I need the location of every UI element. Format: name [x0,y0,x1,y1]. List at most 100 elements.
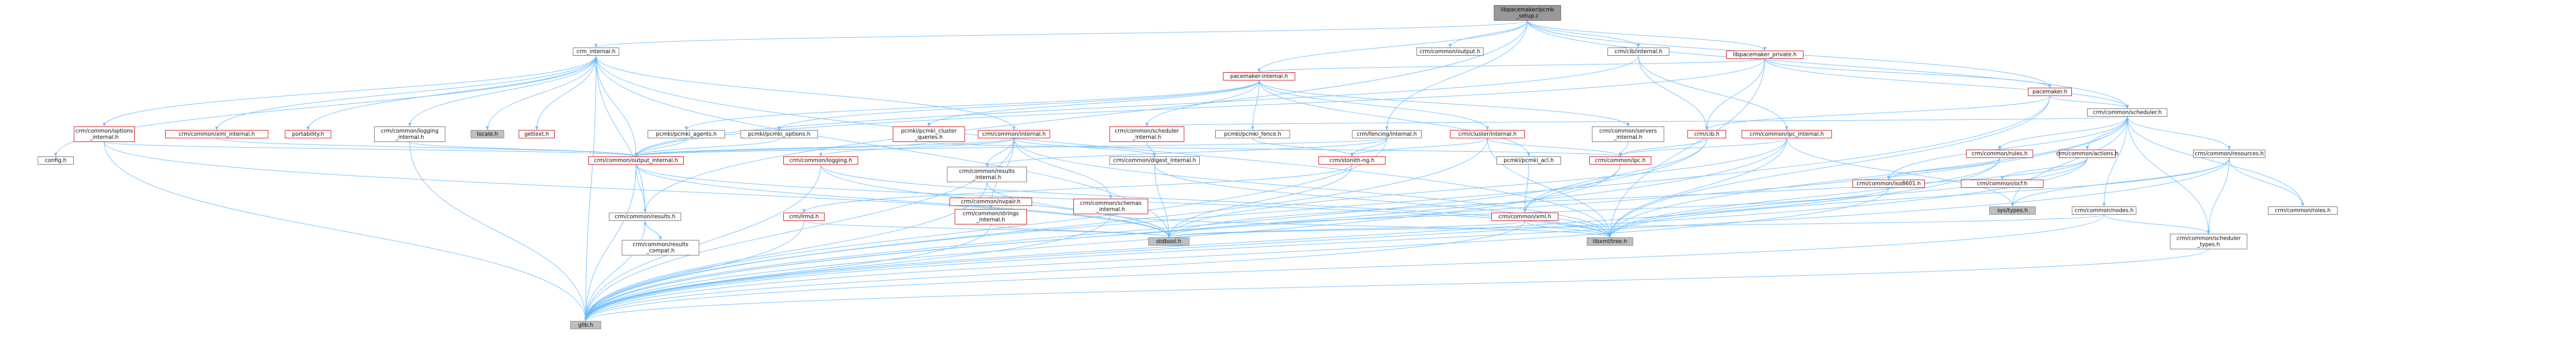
node-crm-stonith-ng[interactable]: crm/stonith-ng.h [1318,156,1386,165]
node-gettext[interactable]: gettext.h [519,130,555,138]
node-pacemaker[interactable]: pacemaker.h [2028,88,2072,96]
edge-crm-common-rules-to-crm-common-iso8601 [1887,157,2000,180]
edge-crm-internal-to-glib [584,55,597,322]
node-crm-common-ocf[interactable]: crm/common/ocf.h [1961,180,2043,188]
edge-pcmki-cluster-queries-to-crm-common-output-internal [634,141,929,157]
node-portability[interactable]: portability.h [285,130,331,138]
edge-crm-common-digest-internal-to-libxml-tree [1154,164,1612,238]
node-pcmki-options[interactable]: pcmki/pcmki_options.h [740,130,818,138]
edge-crm-common-internal-to-crm-common-digest-internal [1013,138,1156,157]
edge-crm-cib-internal-to-crm-cib [1638,55,1709,131]
edge-crm-internal-to-crm-common-results [595,55,647,213]
node-crm-common-scheduler[interactable]: crm/common/scheduler.h [2087,108,2167,117]
edge-crm-common-resources-to-sys-types [2011,157,2230,207]
node-crm-common-logging[interactable]: crm/common/logging.h [783,156,858,165]
node-pcmki-fence[interactable]: pcmki/pcmki_fence.h [1215,130,1290,138]
edge-crm-common-output-internal-to-stdbool [636,164,1170,238]
node-pcmki-acl[interactable]: pcmki/pcmki_acl.h [1496,156,1561,165]
edge-crm-common-ipc-to-crm-common-xml [1523,164,1621,213]
edge-crm-common-logging-internal-to-crm-common-output-internal [409,141,638,157]
edge-pcmki-fence-to-crm-stonith-ng [1252,138,1354,157]
edge-pcmki-acl-to-crm-common-xml [1523,164,1529,213]
edge-pacemaker-internal-to-pcmki-fence [1251,80,1260,131]
edge-pacemaker-internal-to-crm-cluster-internal [1259,80,1489,131]
node-crm-common-nvpair[interactable]: crm/common/nvpair.h [949,198,1032,206]
node-crm-internal[interactable]: crm_internal.h [573,47,619,56]
edge-crm-common-digest-internal-to-stdbool [1154,164,1170,238]
node-crm-common-output[interactable]: crm/common/output.h [1416,47,1484,56]
node-libpacemaker-private[interactable]: libpacemaker_private.h [1726,51,1804,59]
edge-crm-common-xml-to-stdbool [1167,220,1525,238]
edge-crm-common-scheduler-internal-to-crm-common-scheduler [1147,116,2129,127]
edge-crm-common-internal-to-crm-common-output-internal [634,138,1015,157]
edge-crm-common-logging-to-glib [584,164,821,322]
node-crm-cluster-internal[interactable]: crm/cluster/internal.h [1450,130,1525,138]
node-glib[interactable]: glib.h [570,321,601,329]
edge-crm-common-scheduler-to-libxml-tree [1608,116,2128,238]
edge-crm-common-iso8601-to-glib [584,187,1889,322]
edge-crm-common-nodes-to-glib [584,214,2104,322]
node-crm-common-results-compat[interactable]: crm/common/results _compat.h [622,240,699,255]
node-crm-common-results-internal[interactable]: crm/common/results _internal.h [947,167,1027,182]
edge-libpacemaker-pcmk-setup-to-crm-common-results [643,20,1528,213]
node-crm-common-actions[interactable]: crm/common/actions.h [2056,150,2119,158]
node-crm-common-logging-internal[interactable]: crm/common/logging _internal.h [374,126,445,142]
node-crm-common-ipc[interactable]: crm/common/ipc.h [1589,156,1651,165]
node-crm-common-ipc-internal[interactable]: crm/common/ipc_internal.h [1742,130,1832,138]
node-crm-common-output-internal[interactable]: crm/common/output_internal.h [588,156,684,165]
node-crm-common-schemas-internal[interactable]: crm/common/schemas _internal.h [1073,199,1148,214]
node-crm-common-roles[interactable]: crm/common/roles.h [2268,206,2338,215]
edge-crm-common-scheduler-to-crm-common-rules [1998,116,2128,150]
node-crm-common-xml-internal[interactable]: crm/common/xml_internal.h [165,130,268,138]
edge-pacemaker-internal-to-crm-common-servers-internal [1259,80,1630,127]
node-pcmki-agents[interactable]: pcmki/pcmki_agents.h [648,130,725,138]
node-crm-common-results[interactable]: crm/common/results.h [609,213,681,221]
node-crm-cib[interactable]: crm/cib.h [1687,130,1726,138]
node-pcmki-cluster-queries[interactable]: pcmki/pcmki_cluster _queries.h [893,126,965,142]
node-stdbool[interactable]: stdbool.h [1148,237,1189,246]
node-libpacemaker-pcmk-setup[interactable]: libpacemaker/pcmk _setup.c [1494,5,1561,21]
node-config[interactable]: config.h [38,156,74,165]
edge-crm-internal-to-locale [486,55,597,131]
edge-crm-common-scheduler-to-sys-types [2011,116,2128,207]
node-crm-common-resources[interactable]: crm/common/resources.h [2193,150,2265,158]
node-crm-common-digest-internal[interactable]: crm/common/digest_internal.h [1109,156,1200,165]
edge-pacemaker-internal-to-pcmki-cluster-queries [927,80,1260,127]
node-crm-common-scheduler-types[interactable]: crm/common/scheduler _types.h [2170,234,2247,249]
edge-crm-common-logging-internal-to-glib [409,141,587,322]
edge-crm-common-rules-to-glib [584,157,2000,322]
edge-libpacemaker-private-to-pacemaker [1764,58,2052,88]
edge-crm-lrmd-to-stdbool [803,220,1170,238]
node-crm-common-options-internal[interactable]: crm/common/options _internal.h [74,126,135,142]
edge-libpacemaker-private-to-crm-cib [1705,58,1765,131]
edge-pacemaker-internal-to-pcmki-acl [1259,80,1531,157]
edge-crm-common-scheduler-to-crm-common-actions [2086,116,2128,150]
edge-crm-common-ipc-internal-to-sys-types [1786,138,2014,207]
node-crm-lrmd[interactable]: crm/lrmd.h [783,213,825,221]
edge-crm-common-output-internal-to-glib [584,164,636,322]
node-libxml-tree[interactable]: libxml/tree.h [1587,237,1633,246]
node-crm-common-internal[interactable]: crm/common/internal.h [978,130,1050,138]
node-pacemaker-internal[interactable]: pacemaker-internal.h [1223,72,1295,81]
edge-crm-common-options-internal-to-crm-common-output-internal [104,141,637,157]
edge-pcmki-cluster-queries-to-crm-common-ipc [928,141,1622,157]
node-crm-common-servers-internal[interactable]: crm/common/servers _internal.h [1592,126,1664,142]
node-crm-common-iso8601[interactable]: crm/common/iso8601.h [1853,180,1925,188]
edge-crm-stonith-ng-to-crm-lrmd [802,164,1353,213]
node-crm-cib-internal[interactable]: crm/cib/internal.h [1607,47,1669,56]
node-crm-common-rules[interactable]: crm/common/rules.h [1966,150,2033,158]
edge-crm-common-internal-to-crm-common-results-internal [985,138,1015,167]
node-crm-common-xml[interactable]: crm/common/xml.h [1491,213,1558,221]
node-crm-common-strings-internal[interactable]: crm/common/strings _internal.h [955,209,1027,224]
node-crm-common-nodes[interactable]: crm/common/nodes.h [2072,206,2136,215]
edge-crm-common-scheduler-to-crm-common-nodes [2102,116,2128,207]
node-crm-common-scheduler-internal[interactable]: crm/common/scheduler _internal.h [1109,126,1184,142]
edge-crm-fencing-internal-to-glib [584,138,1387,322]
node-crm-fencing-internal[interactable]: crm/fencing/internal.h [1352,130,1422,138]
edge-pcmki-agents-to-crm-common-output-internal [634,138,687,157]
edge-crm-common-scheduler-to-crm-common-roles [2127,116,2305,207]
edge-crm-common-internal-to-glib [584,138,1015,322]
edge-crm-common-ipc-internal-to-stdbool [1167,138,1787,238]
node-locale[interactable]: locale.h [471,130,504,138]
node-sys-types[interactable]: sys/types.h [1989,206,2036,215]
